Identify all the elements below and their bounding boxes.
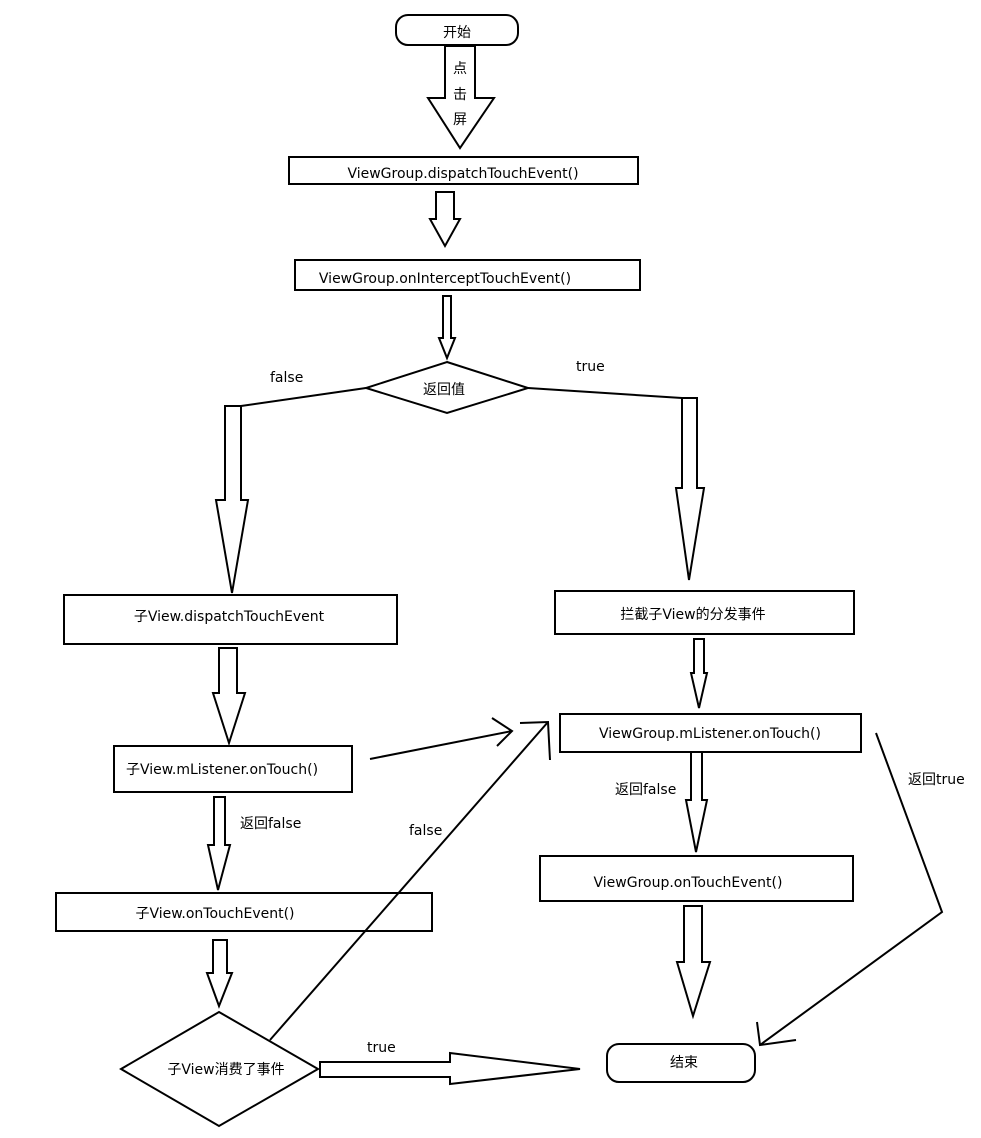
consumed-true-label: true	[367, 1040, 396, 1056]
vg-listener-node	[559, 713, 862, 753]
decision-text: 返回值	[423, 382, 465, 398]
child-ontouch-node	[55, 892, 433, 932]
child-listener-node	[113, 745, 353, 793]
arrow-child-ontouch-to-consumed	[205, 939, 234, 1009]
decision-true-label: true	[576, 359, 605, 375]
intercept-child-node	[554, 590, 855, 635]
child-dispatch-node	[63, 594, 398, 645]
intercept-text: ViewGroup.onInterceptTouchEvent()	[319, 271, 571, 287]
arrow-vg-ontouch-to-end	[675, 905, 712, 1020]
edge-decision-true	[527, 387, 683, 399]
click-label-3: 屏	[453, 112, 467, 128]
end-text: 结束	[670, 1055, 698, 1071]
arrow-intercept-child-to-vg-listener	[689, 638, 709, 709]
decision-false-label: false	[270, 370, 303, 386]
decision-node	[362, 360, 532, 415]
arrow-consumed-true-to-end	[319, 1051, 581, 1086]
consumed-decision-node	[119, 1010, 321, 1128]
vg-listener-text: ViewGroup.mListener.onTouch()	[599, 726, 821, 742]
consumed-false-label: false	[409, 823, 442, 839]
edge-decision-false	[240, 387, 367, 407]
vg-return-true-label: 返回true	[908, 772, 965, 788]
intercept-node	[294, 259, 641, 291]
vg-ontouch-text: ViewGroup.onTouchEvent()	[594, 875, 783, 891]
arrow-intercept-to-decision	[437, 295, 457, 361]
vg-ontouch-node	[539, 855, 854, 902]
arrowhead-child-listener	[491, 717, 514, 747]
intercept-child-text: 拦截子View的分发事件	[620, 607, 765, 623]
arrow-start-to-dispatch	[426, 45, 496, 150]
edge-vg-listener-return-true	[759, 732, 944, 1046]
child-dispatch-text: 子View.dispatchTouchEvent	[134, 609, 325, 625]
edge-consumed-false	[269, 721, 549, 1041]
start-text: 开始	[443, 25, 471, 41]
edge-child-listener-to-vg	[369, 730, 513, 760]
arrow-child-listener-to-ontouch	[206, 796, 232, 891]
dispatch-node	[288, 156, 639, 185]
arrow-dispatch-to-intercept	[428, 191, 462, 249]
arrow-vg-listener-to-ontouch	[684, 751, 709, 853]
click-label-2: 击	[453, 87, 467, 103]
child-ontouch-text: 子View.onTouchEvent()	[135, 906, 294, 922]
arrowhead-return-true	[756, 1021, 797, 1047]
child-return-false-label: 返回false	[240, 816, 301, 832]
consumed-text: 子View消费了事件	[167, 1062, 284, 1078]
arrowhead-consumed-false	[519, 720, 551, 761]
child-listener-text: 子View.mListener.onTouch()	[126, 762, 318, 778]
arrow-child-dispatch-to-listener	[211, 647, 247, 747]
arrow-to-child-dispatch	[214, 405, 250, 594]
click-label-1: 点	[453, 61, 467, 77]
vg-return-false-label: 返回false	[615, 782, 676, 798]
end-node	[606, 1043, 756, 1083]
arrow-to-intercept-child	[674, 397, 706, 581]
dispatch-text: ViewGroup.dispatchTouchEvent()	[347, 166, 578, 182]
